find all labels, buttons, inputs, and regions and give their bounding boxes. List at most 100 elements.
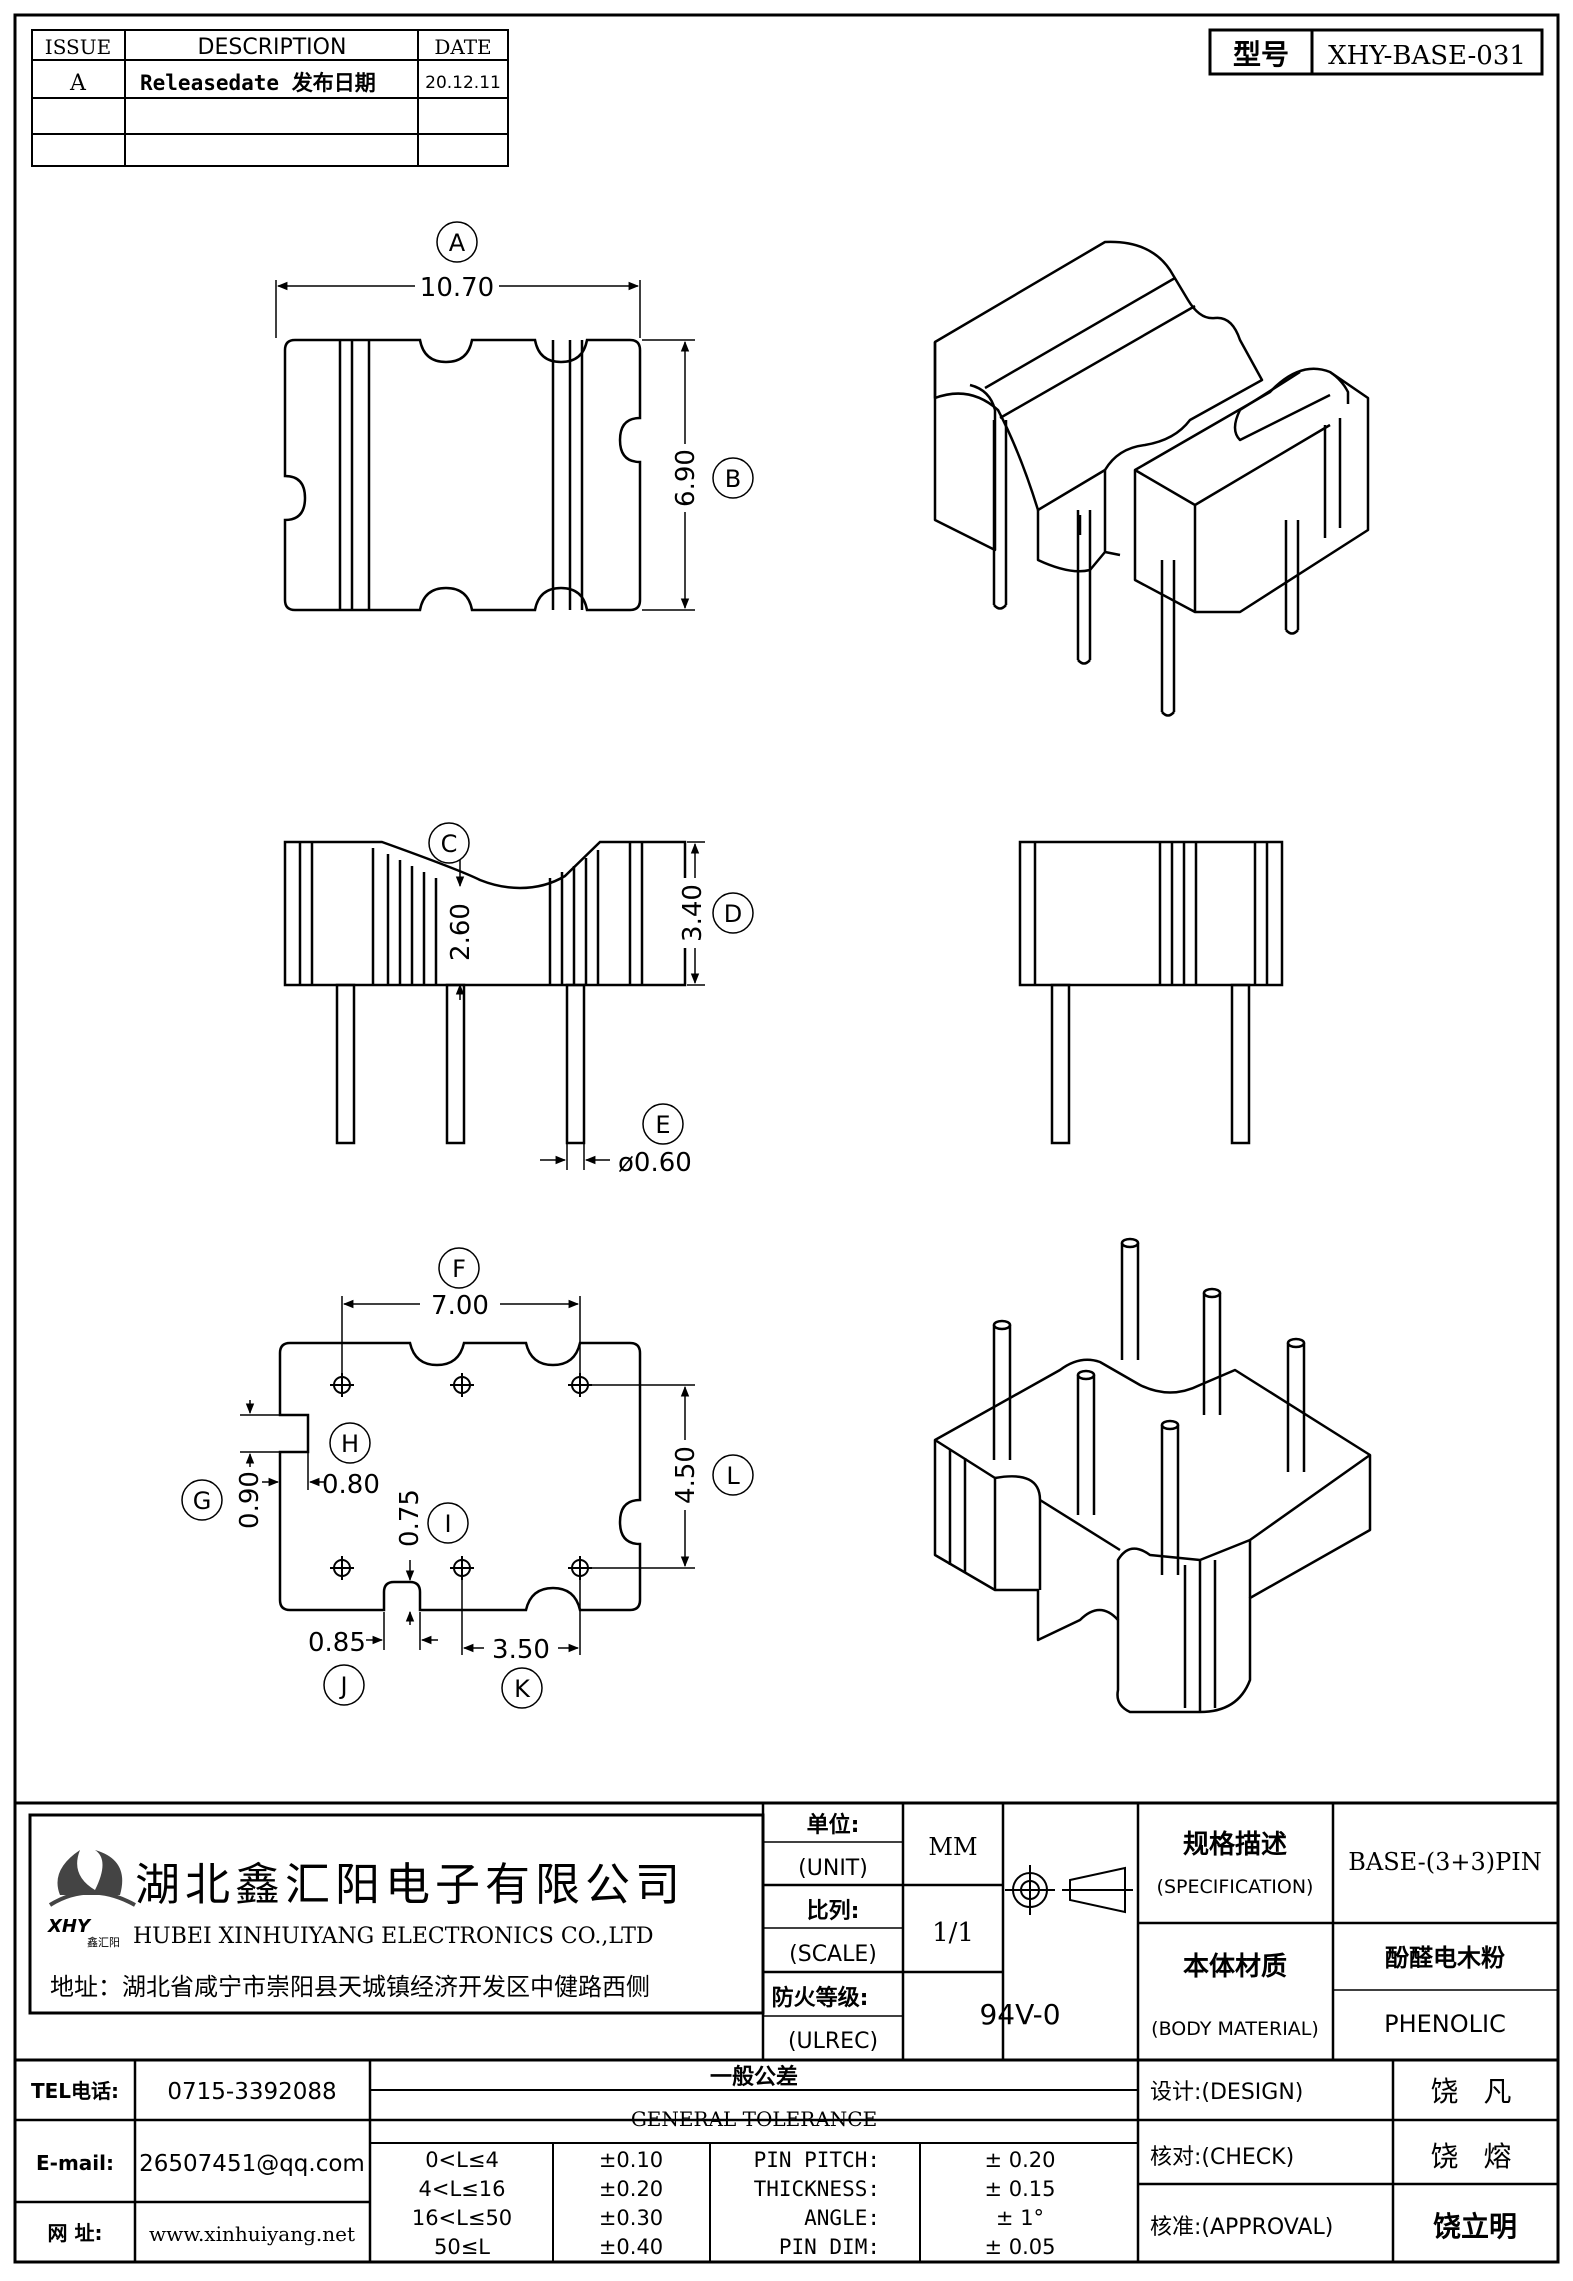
email-label: E-mail: [36,2151,114,2175]
scale-label-en: (SCALE) [789,1942,877,1967]
bottom-view-holes [330,1373,592,1580]
special-tol-value-3: ± 1° [996,2206,1044,2230]
unit-label-en: (UNIT) [798,1856,868,1881]
rev-description-a: Releasedate 发布日期 [140,71,376,95]
top-view [283,338,642,612]
revision-table [31,29,509,167]
title-block-grid [15,1801,1558,2262]
material-value-cn: 酚醛电木粉 [1385,1944,1505,1972]
tolerance-title-cn: 一般公差 [710,2064,798,2090]
design-name: 饶 凡 [1431,2075,1520,2108]
dim-k-label: K [514,1675,531,1703]
company-logo [48,1850,136,1907]
bottom-view [278,1341,642,1612]
material-label-cn: 本体材质 [1183,1952,1287,1982]
material-label-en: (BODY MATERIAL) [1151,2018,1319,2040]
scale-label-cn: 比列: [807,1899,860,1924]
dim-a-label: A [449,229,466,257]
tolerance-value-1: ±0.10 [599,2148,663,2172]
dim-e-label: E [655,1111,670,1139]
dim-h-label: H [341,1430,359,1458]
rev-date-a: 20.12.11 [425,73,501,93]
design-label: 设计:(DESIGN) [1150,2080,1303,2105]
dim-d-label: D [724,900,742,928]
tolerance-range-3: 16<L≤50 [412,2206,512,2230]
dim-g-value: 0.90 [235,1471,265,1529]
model-box [1208,28,1544,76]
special-tol-value-1: ± 0.20 [984,2148,1055,2172]
email-value: 26507451@qq.com [139,2151,365,2177]
dim-c-label: C [441,830,458,858]
dim-b-label: B [725,465,741,493]
dim-g [181,1400,280,1521]
tel-value: 0715-3392088 [167,2079,336,2105]
check-name: 饶 熔 [1431,2140,1520,2173]
company-address: 地址：湖北省咸宁市崇阳县天城镇经济开发区中健路西侧 [50,1973,650,2001]
sheet-border [13,13,1560,2264]
special-tol-name-1: PIN PITCH: [754,2148,880,2172]
dim-c [428,822,470,1000]
special-tol-name-4: PIN DIM: [779,2235,880,2259]
tel-label: TEL电话: [31,2079,119,2103]
projection-symbol-icon [1005,1865,1133,1915]
dim-g-label: G [193,1487,212,1515]
special-tol-name-3: ANGLE: [804,2206,880,2230]
check-label: 核对:(CHECK) [1150,2145,1294,2170]
dim-c-value: 2.60 [446,903,476,961]
dim-b-value: 6.90 [671,449,701,507]
fire-label-en: (ULREC) [788,2029,878,2054]
dim-l-label: L [726,1462,740,1490]
web-value: www.xinhuiyang.net [149,2222,355,2246]
tolerance-range-2: 4<L≤16 [419,2177,506,2201]
tolerance-title-en: GENERAL TOLERANCE [631,2107,877,2131]
tolerance-range-4: 50≤L [434,2235,490,2259]
special-tol-value-2: ± 0.15 [984,2177,1055,2201]
dim-j-label: J [338,1672,347,1700]
iso-view-top [933,240,1370,717]
dim-j-value: 0.85 [308,1628,366,1658]
dim-e [540,1103,684,1170]
dim-d-value: 3.40 [678,884,708,942]
rev-header-date: DATE [434,35,491,59]
material-value-en: PHENOLIC [1384,2010,1506,2038]
dim-i [405,1502,469,1625]
logo-subtext: 鑫汇阳 [87,1935,120,1949]
side-view [1018,840,1284,1145]
dim-i-value: 0.75 [395,1489,425,1547]
spec-label-cn: 规格描述 [1183,1829,1287,1860]
spec-label-en: (SPECIFICATION) [1157,1876,1314,1898]
rev-header-issue: ISSUE [45,35,111,59]
web-label: 网 址: [48,2221,103,2245]
unit-value: MM [928,1833,977,1861]
dim-l-value: 4.50 [671,1446,701,1504]
front-view [283,840,687,1145]
iso-view-bottom [933,1237,1372,1714]
rev-issue-a: A [69,71,87,96]
tolerance-value-2: ±0.20 [599,2177,663,2201]
model-label: 型号 [1233,38,1289,71]
approval-name: 饶立明 [1433,2210,1517,2243]
special-tol-name-2: THICKNESS: [754,2177,880,2201]
dim-e-value: ø0.60 [618,1148,692,1178]
spec-value: BASE-(3+3)PIN [1348,1848,1542,1876]
logo-text: XHY [47,1916,92,1937]
company-name-en: HUBEI XINHUIYANG ELECTRONICS CO.,LTD [133,1924,654,1949]
fire-label-cn: 防火等级: [772,1985,869,2011]
model-value: XHY-BASE-031 [1328,41,1526,71]
scale-value: 1/1 [932,1918,974,1948]
special-tol-value-4: ± 0.05 [984,2235,1055,2259]
fire-value: 94V-0 [979,1998,1060,2031]
approval-label: 核准:(APPROVAL) [1150,2215,1333,2240]
dim-j [323,1612,438,1706]
dim-h-value: 0.80 [322,1470,380,1500]
unit-label-cn: 单位: [807,1812,860,1838]
company-name-cn: 湖北鑫汇阳电子有限公司 [135,1858,685,1911]
dim-i-label: I [444,1510,451,1538]
dim-k-value: 3.50 [492,1635,550,1665]
tolerance-value-4: ±0.40 [599,2235,663,2259]
tolerance-value-3: ±0.30 [599,2206,663,2230]
dim-f-label: F [452,1255,466,1283]
tolerance-range-1: 0<L≤4 [425,2148,499,2172]
rev-header-description: DESCRIPTION [198,35,347,60]
